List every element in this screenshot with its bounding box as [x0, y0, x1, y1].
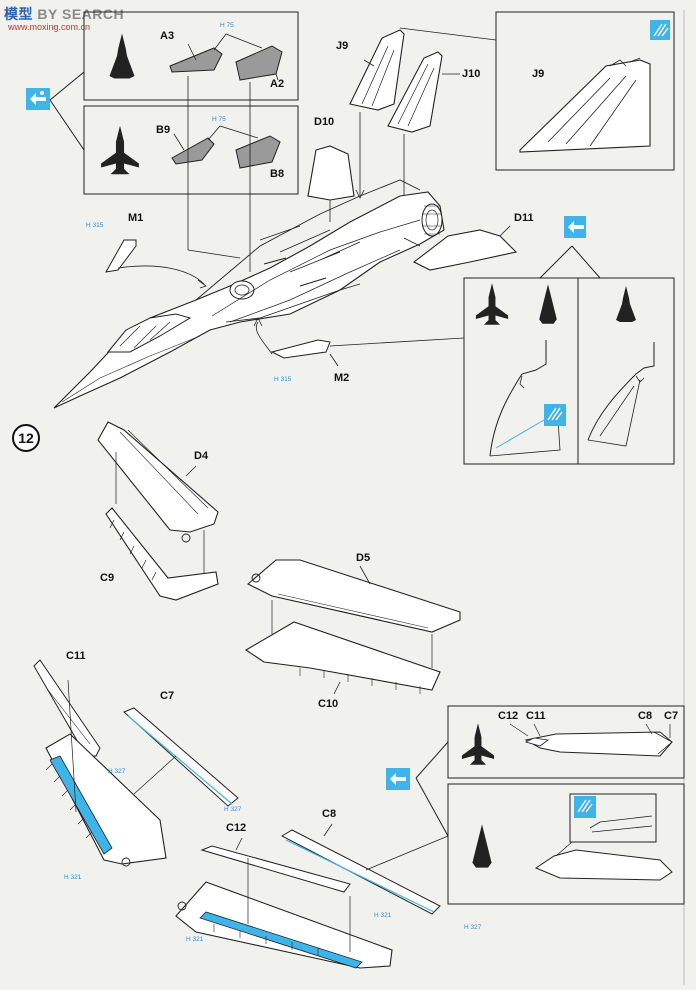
label-C10: C10: [318, 698, 339, 710]
fuselage: [53, 179, 445, 409]
paint-brush-icon: [574, 796, 596, 818]
aircraft-silhouette-icon: [461, 723, 495, 868]
label-J9: J9: [336, 40, 349, 52]
label-D11: D11: [514, 212, 534, 224]
paint-brush-icon: [544, 404, 566, 426]
option-arrow-icon: [386, 768, 410, 790]
option-arrow-icon: [564, 216, 586, 238]
label-J9-detail: J9: [532, 68, 545, 80]
label-J10: J10: [462, 68, 481, 80]
label-C12-panel: C12: [498, 710, 519, 722]
paint-code: H 327: [224, 806, 242, 813]
paint-code: H 321: [186, 936, 204, 943]
label-A3: A3: [160, 30, 175, 42]
label-C9: C9: [100, 572, 115, 584]
label-B8: B8: [270, 168, 285, 180]
option-arrow-icon: [26, 88, 50, 110]
label-D5: D5: [356, 552, 371, 564]
paint-code: H 327: [108, 768, 126, 775]
label-B9: B9: [156, 124, 171, 136]
label-M2: M2: [334, 372, 350, 384]
label-A2: A2: [270, 78, 285, 90]
paint-code: H 321: [64, 874, 82, 881]
label-M1: M1: [128, 212, 144, 224]
watermark-url: www.moxing.com.cn: [8, 22, 91, 32]
paint-code: H 75: [220, 22, 234, 29]
watermark: 模型 BY SEARCH: [4, 6, 125, 22]
label-C8: C8: [322, 808, 337, 820]
step-number-badge: 12: [12, 424, 40, 452]
paint-code: H 327: [464, 924, 482, 931]
aircraft-silhouette-icon: [475, 283, 636, 325]
paint-code: H 321: [374, 912, 392, 919]
paint-brush-icon: [650, 20, 670, 40]
label-C7: C7: [160, 690, 175, 702]
aircraft-silhouette-icon: [101, 33, 139, 175]
label-C8-panel: C8: [638, 710, 653, 722]
label-C11-panel: C11: [526, 710, 546, 722]
label-D4: D4: [194, 450, 209, 462]
label-C12: C12: [226, 822, 247, 834]
paint-code: H 315: [274, 376, 292, 383]
paint-code: H 75: [212, 116, 226, 123]
label-C11: C11: [66, 650, 86, 662]
paint-code: H 315: [86, 222, 104, 229]
label-C7-panel: C7: [664, 710, 679, 722]
label-D10: D10: [314, 116, 335, 128]
